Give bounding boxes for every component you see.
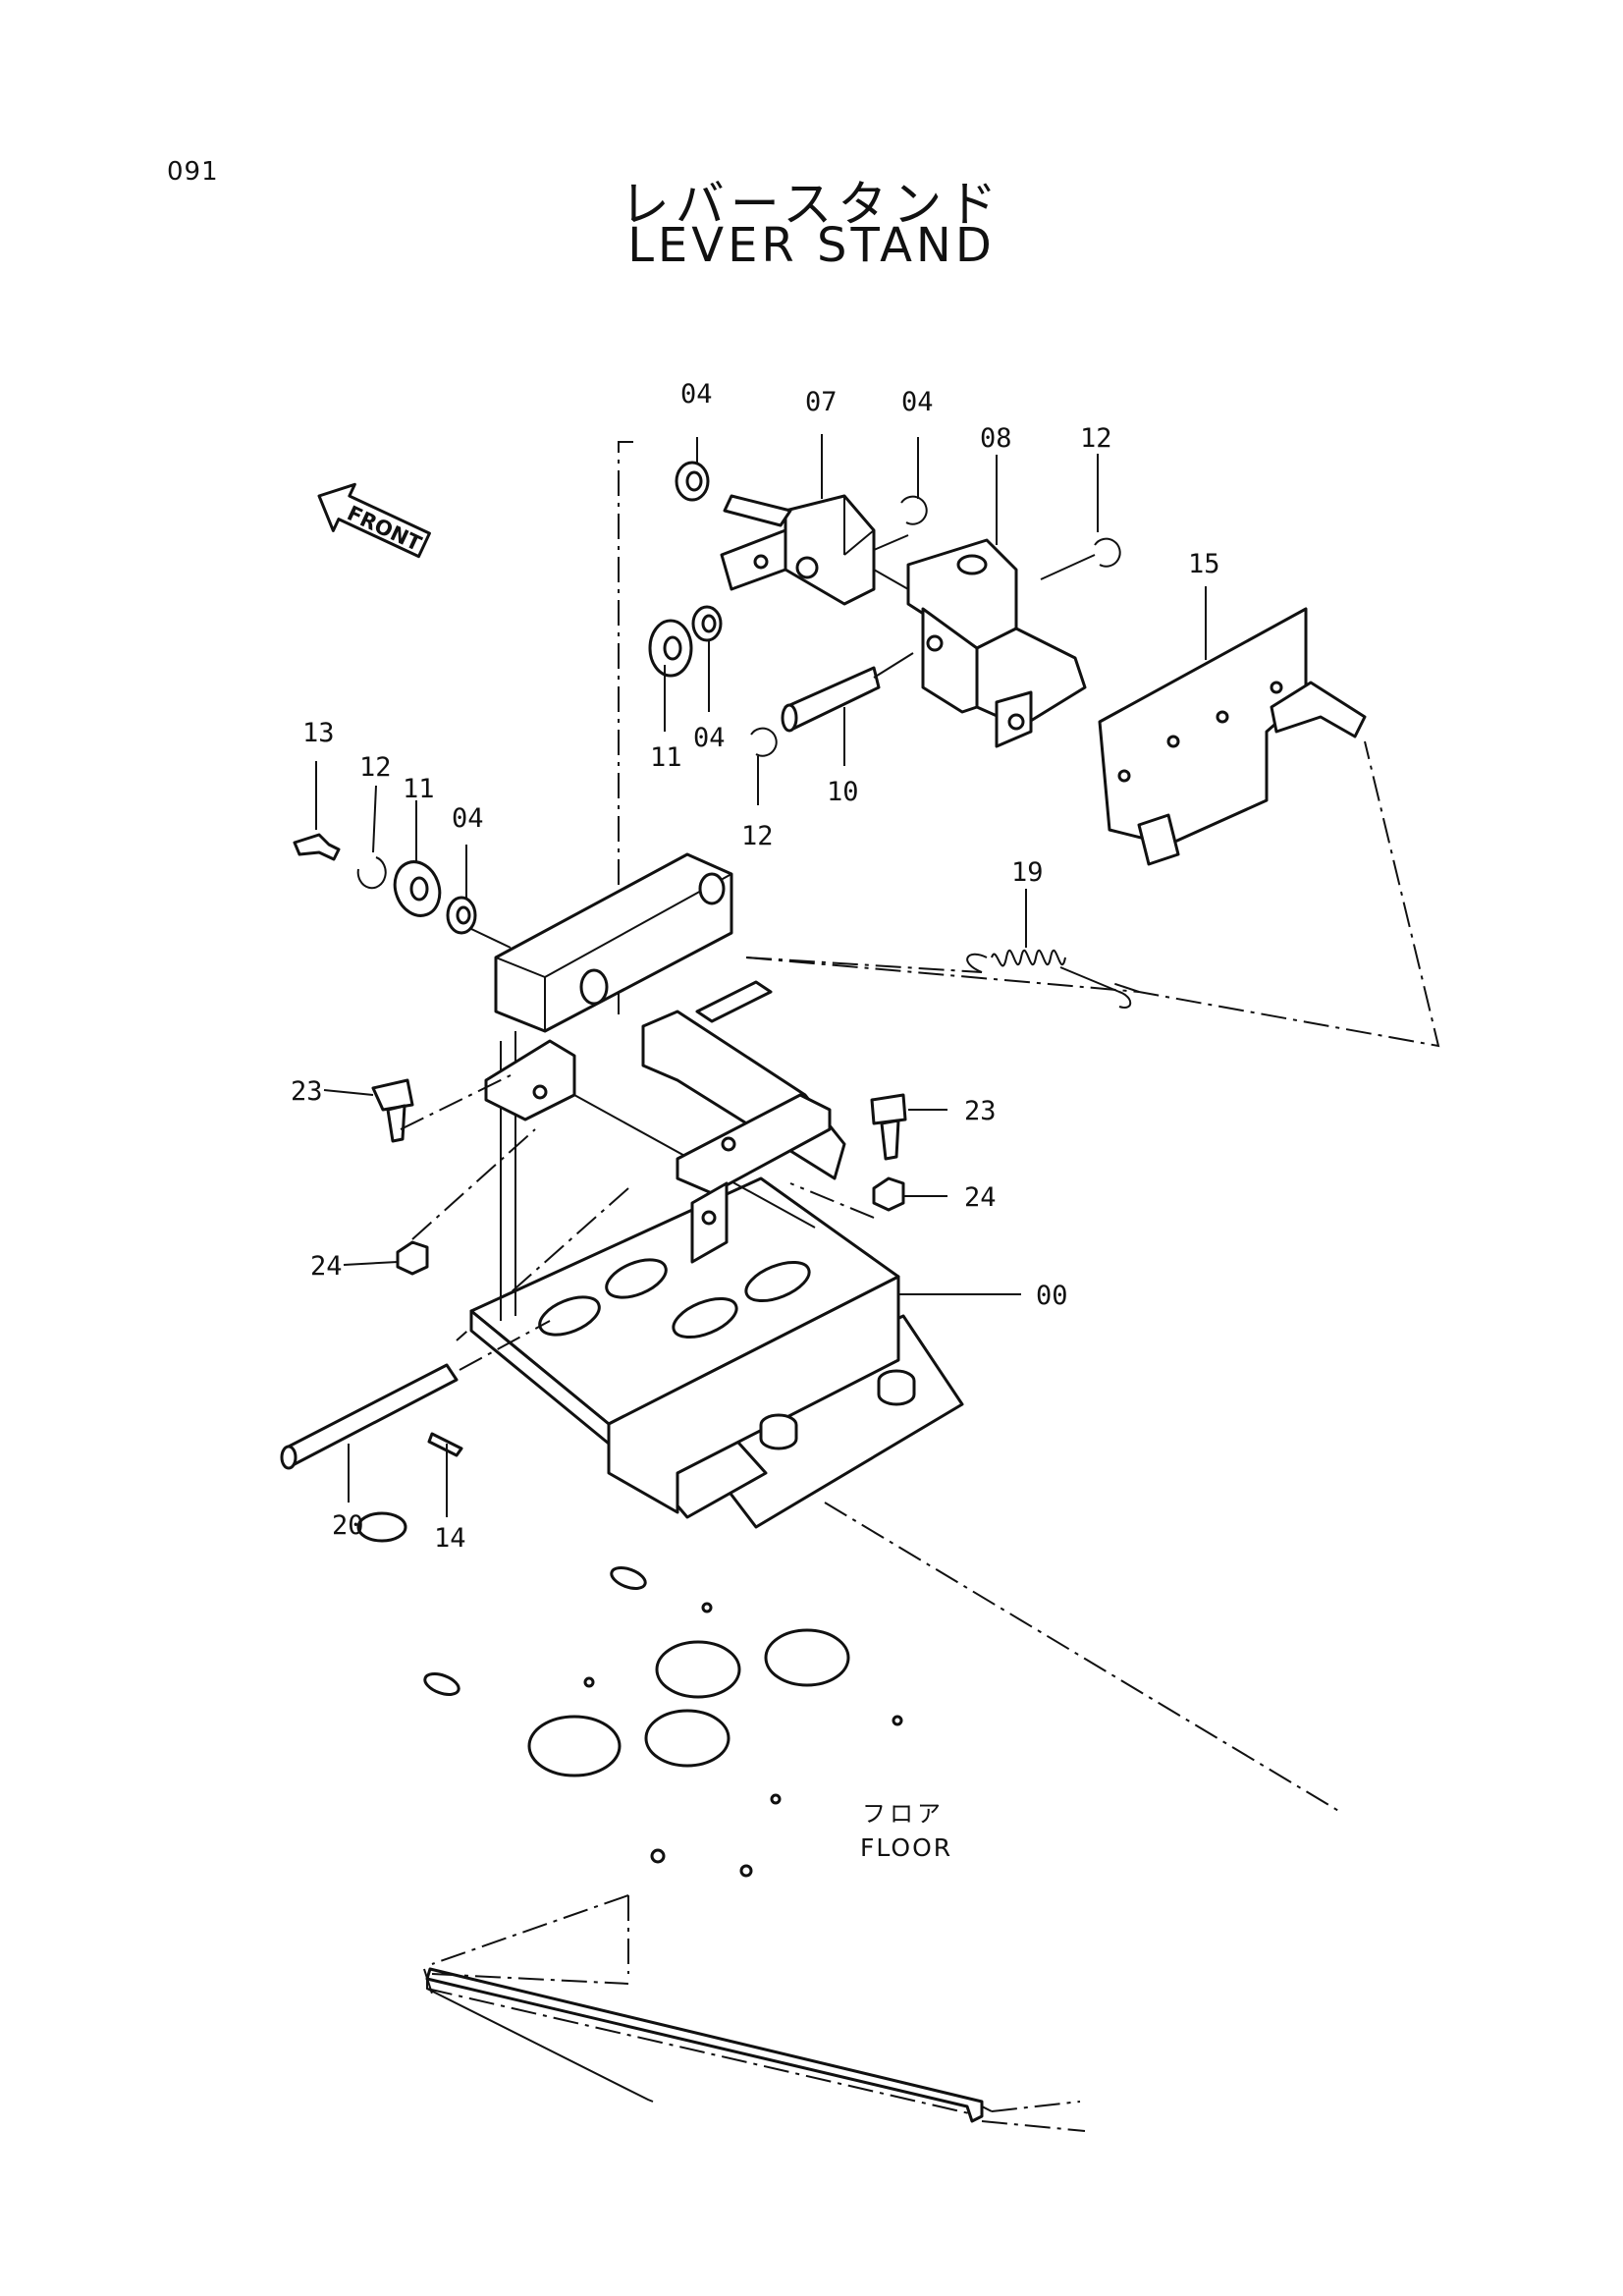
floor-plate: [356, 1511, 1086, 2132]
callout-10: 10: [827, 777, 859, 807]
callout-24-right: 24: [964, 1182, 997, 1213]
callout-19: 19: [1011, 857, 1044, 888]
part-24-nuts: [396, 1128, 905, 1276]
leader-lines: [315, 434, 1207, 1517]
floor-label-english: FLOOR: [860, 1833, 952, 1862]
callout-08: 08: [980, 423, 1012, 454]
part-23-bolts: [371, 1074, 907, 1161]
callout-12-top: 12: [1080, 423, 1112, 454]
callout-20: 20: [332, 1510, 364, 1541]
callout-04-center: 04: [693, 723, 726, 753]
callout-04-left: 04: [452, 803, 484, 834]
floor-label-japanese: フロア: [862, 1800, 945, 1828]
part-10-pin: [781, 652, 914, 733]
callout-15: 15: [1188, 549, 1220, 579]
callout-04-right: 04: [901, 387, 934, 417]
lever-arm-bracket: [641, 980, 846, 1264]
part-15-plate: [1098, 607, 1367, 866]
title-english: LEVER STAND: [627, 218, 996, 273]
callout-11-left: 11: [403, 774, 435, 804]
callout-23-right: 23: [964, 1096, 997, 1126]
callout-11-center: 11: [650, 742, 682, 773]
part-14-cotter-pin: [427, 1432, 463, 1457]
part-00-stand-base: [469, 1031, 964, 1529]
callout-14: 14: [434, 1523, 466, 1554]
page-number: 091: [167, 157, 219, 187]
part-20-shaft: [280, 1320, 551, 1470]
callout-12-center: 12: [741, 821, 774, 851]
callout-04-top: 04: [680, 379, 713, 410]
callout-13: 13: [302, 718, 335, 748]
part-07-swivel-block: [720, 494, 909, 606]
callout-24-left: 24: [310, 1251, 343, 1282]
callout-07: 07: [805, 387, 838, 417]
callout-labels: 04 07 04 08 12 15 11 04 10 12 13 12 11 0…: [291, 379, 1220, 1862]
part-19-spring: [745, 949, 1132, 1009]
callout-23-left: 23: [291, 1076, 323, 1107]
callout-00: 00: [1036, 1281, 1068, 1311]
washers-and-rings: [293, 461, 1121, 949]
part-08-mounting-bracket: [906, 538, 1096, 748]
front-arrow-icon: FRONT: [317, 482, 431, 559]
callout-12-left: 12: [359, 752, 392, 783]
title-japanese: レバースタンド: [620, 176, 1003, 233]
